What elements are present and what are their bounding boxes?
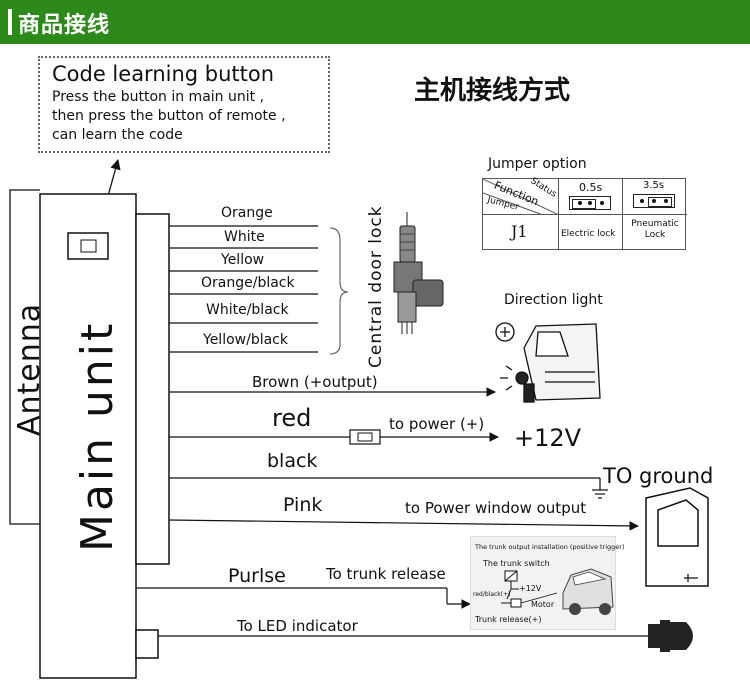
jumper-row-label: J1 — [511, 222, 528, 241]
jumper-header-cell: Function Status Jumper — [483, 176, 559, 215]
inset-red-black: red/black(+) — [473, 591, 511, 598]
trunk-installation-inset: The trunk output installation (positive … — [470, 536, 625, 630]
wire-label-yellow-black: Yellow/black — [203, 332, 288, 348]
voltage-label: +12V — [514, 424, 582, 452]
diagram-title: 主机接线方式 — [414, 76, 571, 106]
wire-label-to-power: to power (+) — [389, 415, 485, 433]
inset-trunk-release: Trunk release(+) — [475, 615, 542, 624]
inset-trunk-switch: The trunk switch — [483, 559, 550, 568]
antenna-bracket — [9, 189, 40, 525]
code-learning-button-inner — [80, 239, 97, 253]
section-title: 商品接线 — [18, 13, 111, 38]
direction-light-icon — [495, 322, 601, 403]
jumper-option-table: Function Status Jumper 0.5s 3.5s J1 Elec… — [482, 176, 687, 250]
jumper-opt1-cell: 0.5s — [559, 179, 623, 215]
antenna-label: Antenna — [12, 302, 47, 436]
ground-icon — [592, 489, 608, 499]
callout-line-2: then press the button of remote , — [52, 108, 286, 124]
fuse-icon — [349, 429, 381, 445]
jumper-opt2-label-cell: Pneumatic Lock — [623, 215, 687, 249]
wire-label-brown: Brown (+output) — [252, 373, 378, 391]
power-window-door-icon — [645, 487, 709, 587]
callout-line-1: Press the button in main unit , — [52, 89, 265, 105]
code-learning-callout: Code learning button Press the button in… — [38, 56, 330, 153]
led-connector — [135, 629, 159, 659]
wire-label-black: black — [267, 450, 318, 472]
wire-label-led: To LED indicator — [237, 617, 358, 635]
jumper-opt1-time: 0.5s — [579, 181, 603, 194]
jumper-opt1-label-cell: Electric lock — [559, 215, 623, 249]
wire-label-orange-black: Orange/black — [201, 275, 295, 291]
jumper-pins-icon — [569, 196, 611, 210]
wire-label-trunk-release: To trunk release — [326, 565, 446, 583]
led-indicator-icon — [648, 620, 693, 652]
callout-heading: Code learning button — [52, 62, 275, 86]
inset-12v: +12V — [519, 584, 542, 593]
wire-label-white-black: White/black — [206, 302, 289, 318]
inset-drawing — [501, 568, 614, 615]
wire-label-white: White — [224, 229, 265, 245]
wire-label-pink: Pink — [283, 494, 323, 516]
jumper-opt2-cell: 3.5s — [623, 179, 687, 215]
door-lock-actuator-icon — [393, 212, 444, 334]
wire-label-red: red — [272, 404, 312, 432]
main-unit-label: Main unit — [72, 320, 123, 552]
central-door-lock-label: Central door lock — [366, 205, 386, 368]
section-header: 商品接线 — [0, 0, 750, 44]
wire-label-power-window: to Power window output — [405, 499, 587, 517]
callout-line-3: can learn the code — [52, 127, 183, 143]
inset-title: The trunk output installation (positive … — [475, 543, 625, 551]
connector-block — [135, 213, 170, 565]
wire-label-orange: Orange — [221, 205, 273, 221]
inset-motor: Motor — [531, 600, 555, 609]
jumper-row-cell: J1 — [483, 215, 559, 249]
header-accent-bar — [8, 9, 12, 35]
jumper-pins-icon — [633, 194, 675, 208]
jumper-opt1-label: Electric lock — [561, 229, 616, 239]
jumper-opt2-label: Pneumatic Lock — [631, 219, 679, 240]
code-learning-button — [67, 232, 109, 260]
main-unit-box — [39, 193, 137, 679]
wire-label-purlse: Purlse — [228, 565, 286, 587]
wire-pink — [168, 519, 639, 531]
door-lock-brace — [329, 227, 349, 355]
jumper-option-title: Jumper option — [488, 156, 587, 172]
jumper-opt2-time: 3.5s — [643, 180, 665, 191]
ground-label: TO ground — [603, 464, 714, 488]
wire-label-yellow: Yellow — [221, 252, 265, 268]
direction-light-label: Direction light — [504, 292, 603, 308]
